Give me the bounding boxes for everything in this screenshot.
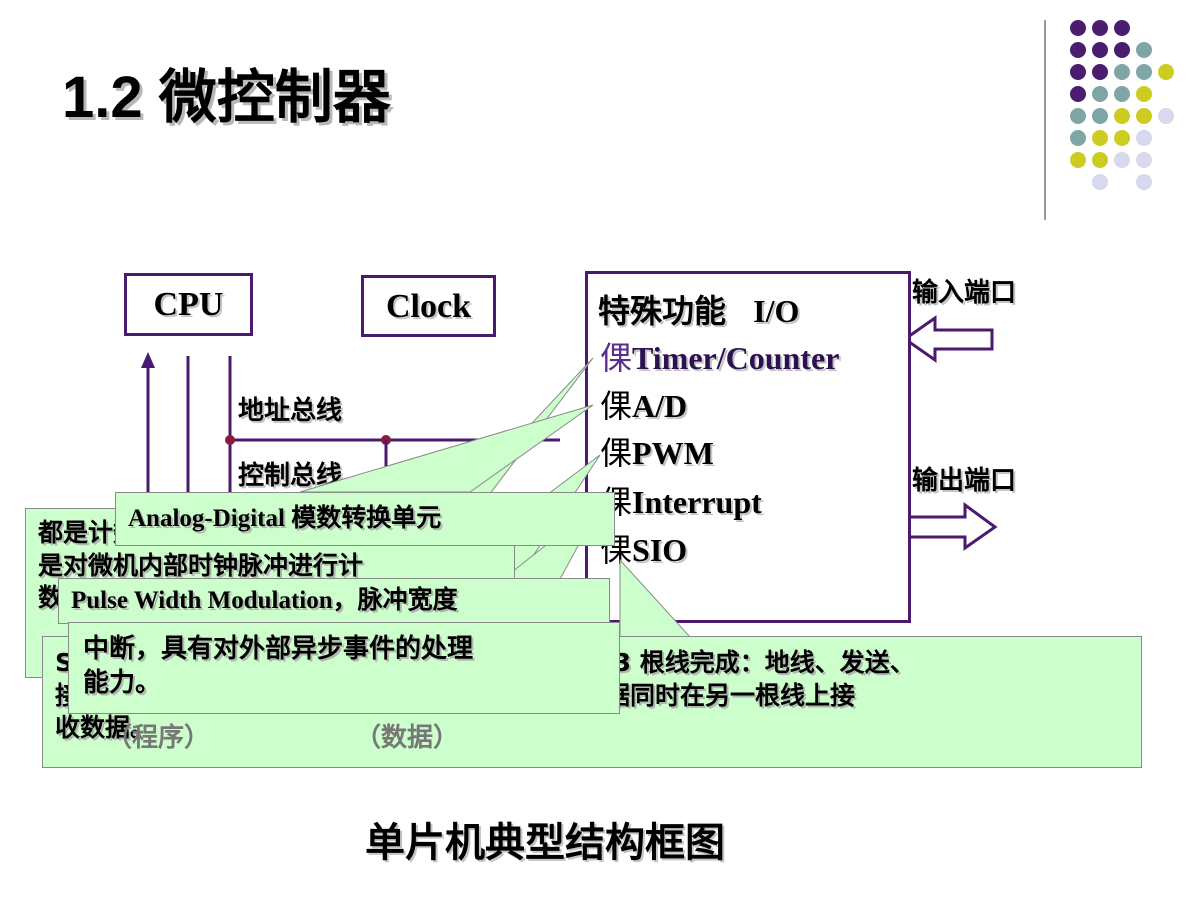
decorative-dot [1092, 174, 1108, 190]
decorative-dot [1070, 108, 1086, 124]
io-item-interrupt: 倮Interrupt [600, 477, 762, 523]
decorative-dot [1070, 152, 1086, 168]
decorative-dot [1092, 130, 1108, 146]
note-pwm-text: Pulse Width Modulation，脉冲宽度 [71, 587, 458, 614]
bullet-icon: 倮 [600, 387, 633, 425]
divider-line [1044, 20, 1046, 220]
address-bus-label: 地址总线 [238, 396, 343, 426]
decorative-dot [1114, 64, 1130, 80]
clock-label: Clock [386, 288, 471, 325]
clock-box: Clock [361, 275, 496, 337]
cpu-box: CPU [124, 273, 253, 336]
io-item-label: Timer/Counter [632, 340, 840, 376]
decorative-dot [1092, 64, 1108, 80]
hidden-program-fragment: （程序） [106, 723, 211, 753]
decorative-dot [1136, 130, 1152, 146]
decorative-dot [1158, 108, 1174, 124]
io-item-pwm: 倮PWM [600, 428, 714, 474]
io-item-ad: 倮A/D [600, 381, 687, 427]
decorative-dot [1070, 64, 1086, 80]
note-pwm: Pulse Width Modulation，脉冲宽度 [58, 578, 610, 624]
note-analog-digital: Analog-Digital 模数转换单元 [115, 492, 615, 546]
io-item-timer: 倮Timer/Counter [600, 333, 839, 379]
decorative-dot [1158, 64, 1174, 80]
diagram-caption: 单片机典型结构框图 [365, 820, 725, 866]
decorative-dot [1092, 20, 1108, 36]
io-heading-cn: 特殊功能 [598, 292, 727, 330]
decorative-dot [1070, 20, 1086, 36]
decorative-dot [1114, 130, 1130, 146]
decorative-dot [1136, 174, 1152, 190]
decorative-dot [1114, 108, 1130, 124]
decorative-dot [1114, 86, 1130, 102]
hidden-data-fragment: （数据） [355, 723, 460, 753]
note-interrupt: 中断，具有对外部异步事件的处理 能力。 [68, 622, 620, 714]
decorative-dot [1070, 42, 1086, 58]
decorative-dot [1114, 152, 1130, 168]
io-heading-io: I/O [753, 293, 800, 329]
decorative-dot [1136, 86, 1152, 102]
decorative-dot [1114, 20, 1130, 36]
note-ad-text: Analog-Digital 模数转换单元 [128, 505, 442, 532]
output-port-arrow [905, 502, 998, 551]
io-item-label: PWM [632, 435, 714, 471]
output-port-label: 输出端口 [912, 466, 1017, 496]
decorative-dot [1136, 64, 1152, 80]
decorative-dot [1070, 130, 1086, 146]
input-port-arrow [902, 315, 994, 363]
bullet-icon: 倮 [600, 434, 633, 472]
cpu-arrow-up [141, 352, 155, 368]
decorative-dot [1092, 42, 1108, 58]
decorative-dot [1092, 152, 1108, 168]
io-heading: 特殊功能 I/O [598, 286, 799, 332]
io-item-label: A/D [632, 388, 688, 424]
decorative-dot [1070, 86, 1086, 102]
control-bus-label: 控制总线 [238, 461, 343, 491]
cpu-label: CPU [153, 286, 224, 323]
decorative-dot [1114, 42, 1130, 58]
decorative-dot [1136, 152, 1152, 168]
bullet-icon: 倮 [600, 339, 633, 377]
slide-title: 1.2 微控制器 [62, 65, 391, 130]
bus-node-1 [225, 435, 235, 445]
io-item-label: Interrupt [632, 484, 762, 520]
io-item-label: SIO [632, 532, 688, 568]
input-port-label: 输入端口 [912, 278, 1017, 308]
note-interrupt-text: 中断，具有对外部异步事件的处理 能力。 [83, 634, 474, 698]
decorative-dot [1092, 86, 1108, 102]
decorative-dot [1136, 42, 1152, 58]
decorative-dot [1092, 108, 1108, 124]
decorative-dot [1136, 108, 1152, 124]
